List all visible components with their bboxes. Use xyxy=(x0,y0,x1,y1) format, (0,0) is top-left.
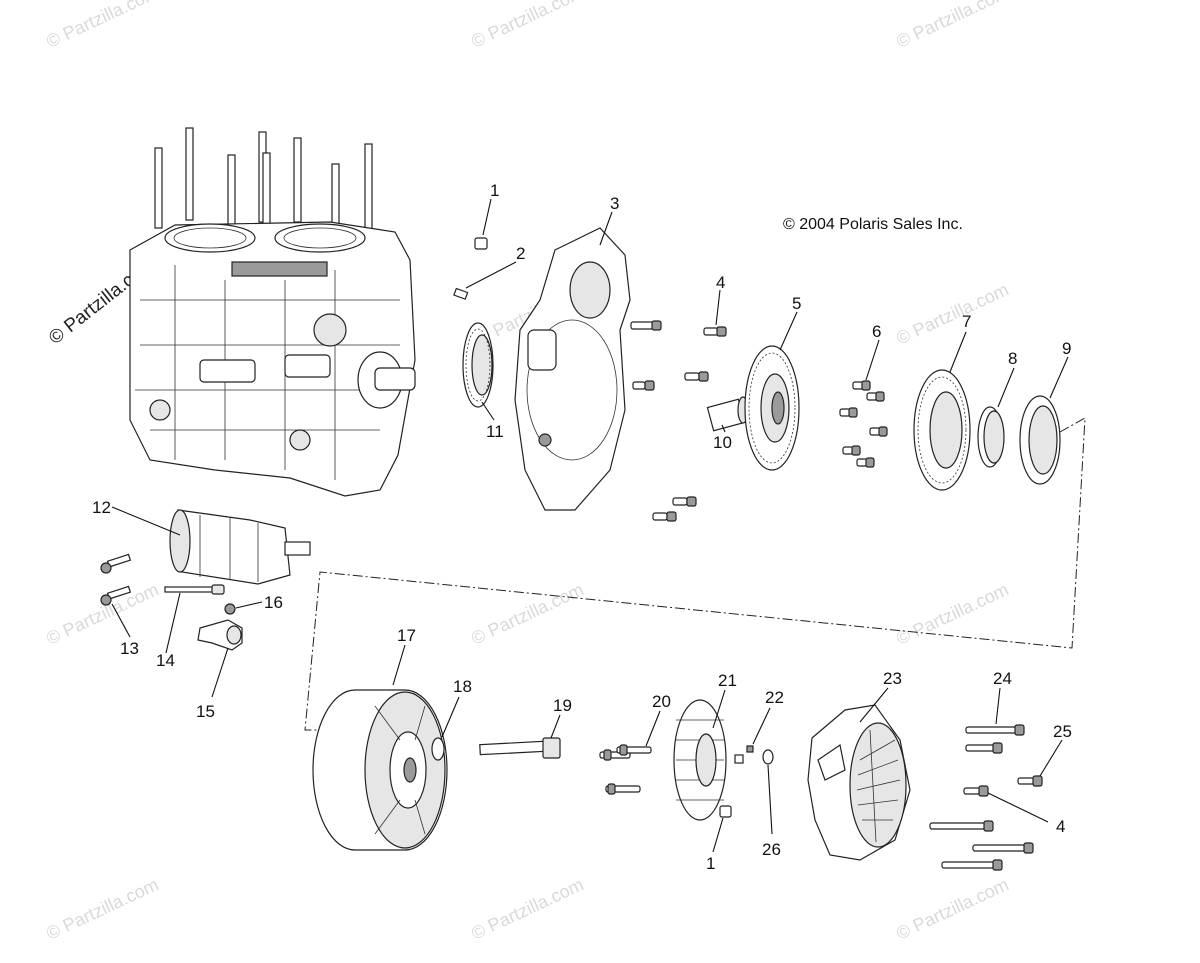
flywheel xyxy=(312,689,448,851)
callout-label: 24 xyxy=(993,669,1012,688)
callout-label: 10 xyxy=(713,433,732,452)
callout-label: 17 xyxy=(397,626,416,645)
housing-screws xyxy=(630,320,709,522)
watermark: © Partzilla.com xyxy=(893,279,1011,348)
watermark: © Partzilla.com xyxy=(43,874,161,943)
watermark: © Partzilla.com xyxy=(893,0,1011,52)
bolt xyxy=(703,327,719,336)
callout-label: 2 xyxy=(516,244,525,263)
drive-gear xyxy=(462,322,494,408)
callout-label: 4 xyxy=(1056,817,1065,836)
callout-label: 19 xyxy=(553,696,572,715)
watermark: © Partzilla.com xyxy=(468,579,586,648)
callout-label: 5 xyxy=(792,294,801,313)
callout-label: 14 xyxy=(156,651,175,670)
callout-label: 15 xyxy=(196,702,215,721)
seal-plate xyxy=(1019,395,1061,485)
nut xyxy=(224,603,236,615)
magneto-cover xyxy=(807,704,911,861)
callout-label: 20 xyxy=(652,692,671,711)
watermark: © Partzilla.com xyxy=(468,874,586,943)
callout-label: 21 xyxy=(718,671,737,690)
callout-label: 8 xyxy=(1008,349,1017,368)
terminal-boot xyxy=(197,619,243,651)
bushing xyxy=(706,396,749,432)
callout-label: 3 xyxy=(610,194,619,213)
callout-label: 6 xyxy=(872,322,881,341)
callout-label: 25 xyxy=(1053,722,1072,741)
callout-label: 22 xyxy=(765,688,784,707)
callout-label: 11 xyxy=(486,422,504,441)
terminal-rod xyxy=(164,584,225,595)
stator xyxy=(673,699,744,821)
washer xyxy=(431,737,445,761)
small-pin xyxy=(746,745,754,753)
bolt xyxy=(963,787,981,795)
motor-bolts xyxy=(100,553,132,606)
stator-screws xyxy=(599,744,652,795)
callout-label: 23 xyxy=(883,669,902,688)
callout-label: 26 xyxy=(762,840,781,859)
alignment-line xyxy=(304,417,1086,731)
bolt xyxy=(1017,777,1035,785)
watermark: © Partzilla.com xyxy=(43,0,161,52)
callout-label: 7 xyxy=(962,312,971,331)
watermark: © Partzilla.com xyxy=(893,579,1011,648)
clip xyxy=(762,749,774,765)
gear-cover-housing xyxy=(514,227,631,511)
callout-label: 13 xyxy=(120,639,139,658)
callout-label: 18 xyxy=(453,677,472,696)
callout-label: 9 xyxy=(1062,339,1071,358)
watermark: © Partzilla.com xyxy=(893,874,1011,943)
callout-label: 1 xyxy=(490,181,499,200)
bolt-head xyxy=(1032,775,1043,787)
dowel-pin xyxy=(719,805,732,818)
starter-motor xyxy=(169,509,311,585)
ring-gear xyxy=(913,369,971,491)
bolt-head xyxy=(978,785,989,797)
watermark: © Partzilla.com xyxy=(468,0,586,52)
dowel-pin xyxy=(474,237,488,250)
copyright-text: © 2004 Polaris Sales Inc. xyxy=(783,216,963,233)
small-screws xyxy=(839,380,888,468)
callout-label: 16 xyxy=(264,593,283,612)
pin xyxy=(453,287,469,300)
callout-label: 12 xyxy=(92,498,111,517)
watermark: © Partzilla.com xyxy=(43,579,161,648)
bolt-head xyxy=(716,326,727,337)
flywheel-bolt xyxy=(479,737,561,759)
callout-label: 1 xyxy=(706,854,715,873)
bearing xyxy=(977,406,1005,468)
starter-gear xyxy=(744,345,800,471)
engine-crankcase xyxy=(129,127,416,497)
long-bolts xyxy=(929,724,1034,871)
callout-label: 4 xyxy=(716,273,725,292)
